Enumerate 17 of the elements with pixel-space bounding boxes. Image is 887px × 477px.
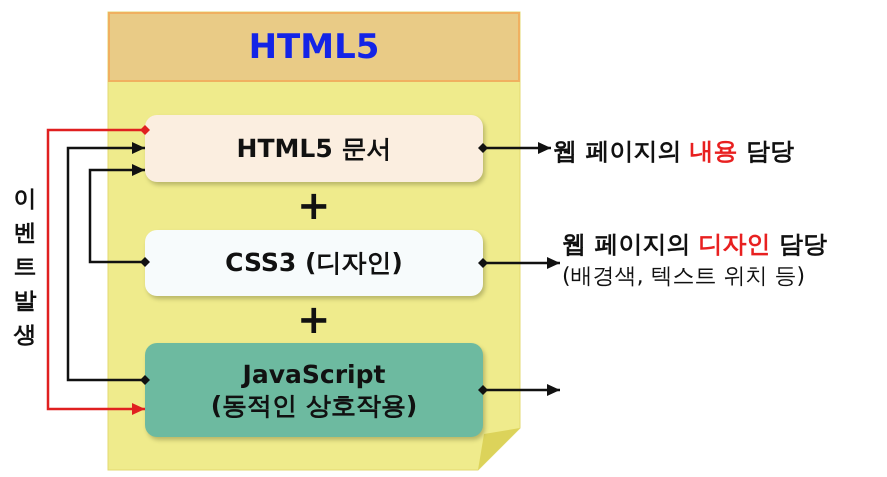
plus-sign: + xyxy=(297,300,331,340)
heading: HTML5 xyxy=(108,12,520,82)
sticky-note xyxy=(108,12,520,470)
arrow xyxy=(478,142,551,154)
description-text: 웹 페이지의 디자인 담당 xyxy=(562,229,828,260)
arrow xyxy=(46,125,150,415)
arrow xyxy=(66,142,150,385)
arrow xyxy=(478,257,560,269)
description-text: 웹 페이지의 내용 담당 xyxy=(553,136,796,167)
plus-sign: + xyxy=(297,186,331,226)
arrow xyxy=(88,164,150,267)
arrow xyxy=(478,384,560,396)
note-text: (배경색, 텍스트 위치 등) xyxy=(562,263,806,291)
process-box: CSS3 (디자인) xyxy=(145,230,483,296)
process-box: JavaScript (동적인 상호작용) xyxy=(145,343,483,437)
side-label: 이벤트 발생 xyxy=(12,185,38,350)
process-box: HTML5 문서 xyxy=(145,115,483,182)
